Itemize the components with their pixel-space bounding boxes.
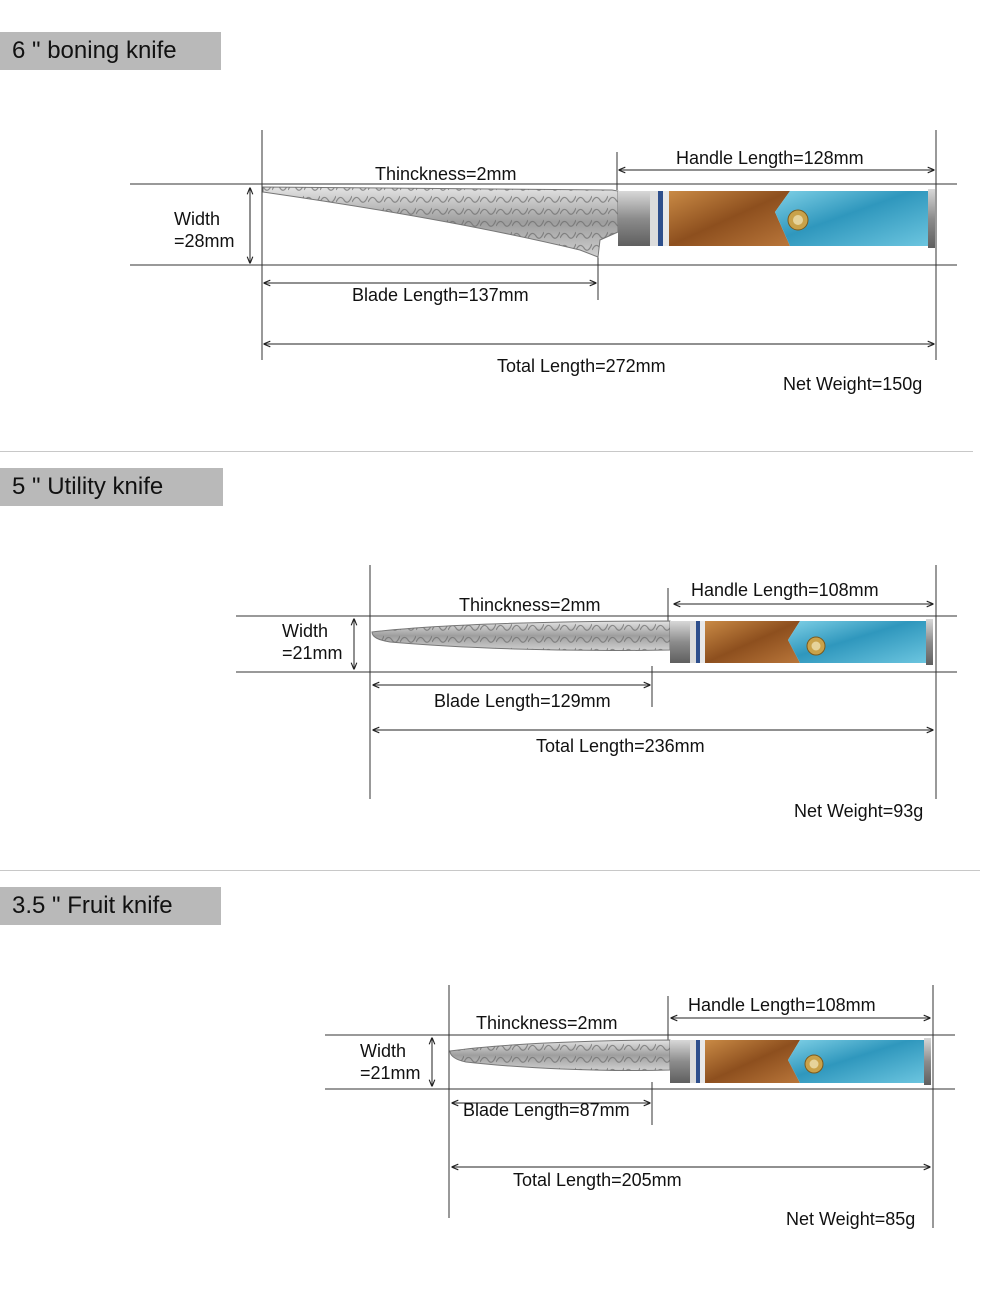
fruit-knife-image: [449, 1038, 931, 1085]
knife-section-utility: 5 " Utility knife Thinckness=2mm Handle …: [0, 452, 1000, 872]
blade-length-label: Blade Length=87mm: [463, 1100, 630, 1120]
section-title: 6 " boning knife: [0, 32, 221, 70]
section-divider: [0, 451, 973, 452]
handle-length-label: Handle Length=108mm: [691, 580, 879, 600]
thickness-label: Thinckness=2mm: [459, 595, 601, 615]
knife-diagram: [325, 985, 955, 1228]
section-title: 3.5 " Fruit knife: [0, 887, 221, 925]
net-weight-label: Net Weight=150g: [783, 374, 923, 394]
width-label-line1: Width: [174, 209, 221, 229]
width-label-line2: =21mm: [282, 643, 343, 663]
blade-length-label: Blade Length=137mm: [352, 285, 529, 305]
net-weight-label: Net Weight=85g: [786, 1209, 916, 1229]
net-weight-label: Net Weight=93g: [794, 801, 924, 821]
section-title: 5 " Utility knife: [0, 468, 223, 506]
section-divider: [0, 870, 980, 871]
knife-diagram: [236, 565, 957, 799]
blade-length-label: Blade Length=129mm: [434, 691, 611, 711]
knife-diagram: [130, 130, 957, 360]
total-length-label: Total Length=205mm: [513, 1170, 682, 1190]
handle-length-label: Handle Length=108mm: [688, 995, 876, 1015]
width-label-line2: =28mm: [174, 231, 235, 251]
width-label-line1: Width: [282, 621, 329, 641]
total-length-label: Total Length=236mm: [536, 736, 705, 756]
width-label-line2: =21mm: [360, 1063, 421, 1083]
thickness-label: Thinckness=2mm: [476, 1013, 618, 1033]
thickness-label: Thinckness=2mm: [375, 164, 517, 184]
total-length-label: Total Length=272mm: [497, 356, 666, 376]
boning-knife-image: [262, 186, 935, 258]
utility-knife-image: [371, 619, 933, 665]
handle-length-label: Handle Length=128mm: [676, 148, 864, 168]
knife-section-fruit: 3.5 " Fruit knife Thinckness=2mm Handle …: [0, 872, 1000, 1312]
knife-section-boning: 6 " boning knife Thinckness=2mm Han: [0, 0, 1000, 452]
width-label-line1: Width: [360, 1041, 407, 1061]
